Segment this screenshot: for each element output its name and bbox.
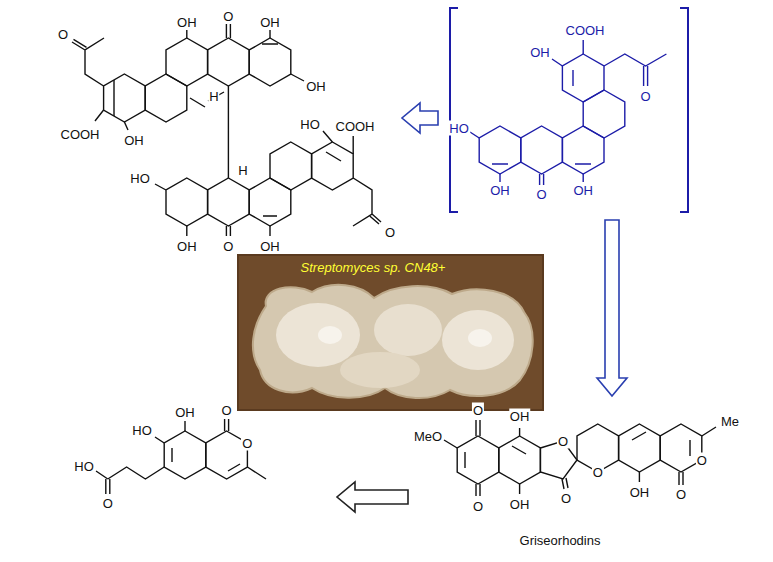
atom-label: OH bbox=[176, 15, 198, 30]
atom-label: Me bbox=[720, 414, 740, 429]
atom-label: O bbox=[102, 496, 114, 511]
dimer-structure bbox=[145, 74, 187, 122]
intermediate-structure bbox=[562, 54, 604, 102]
compound-structure: OHOHOOHOO bbox=[60, 392, 335, 517]
atom-label: O bbox=[221, 403, 233, 418]
dimer-structure bbox=[208, 178, 250, 226]
dimer-structure bbox=[72, 24, 381, 236]
atom-label: H bbox=[208, 89, 219, 104]
atom-label: OH bbox=[123, 133, 145, 148]
atom-label: COOH bbox=[60, 127, 101, 142]
photo-caption: Streptomyces sp. CN48+ bbox=[300, 260, 447, 275]
culture-photo bbox=[340, 352, 420, 388]
dimer-structure bbox=[166, 38, 208, 86]
intermediate-structure bbox=[562, 126, 604, 174]
atom-label: OH bbox=[174, 405, 196, 420]
intermediate-structure bbox=[583, 90, 625, 138]
dimer-structure bbox=[270, 142, 312, 190]
photo-panel: Streptomyces sp. CN48+ bbox=[238, 255, 543, 410]
culture-photo bbox=[442, 310, 514, 370]
atom-label: O bbox=[57, 27, 69, 42]
atom-label: OH bbox=[305, 79, 327, 94]
isocoumarin-structure bbox=[172, 448, 240, 471]
intermediate-structure bbox=[492, 70, 591, 164]
atom-label: O bbox=[536, 187, 548, 202]
isocoumarin-structure bbox=[96, 419, 266, 494]
culture-photo bbox=[468, 329, 492, 347]
atom-label: MeO bbox=[413, 429, 443, 444]
griseorhodin-structure bbox=[457, 436, 499, 484]
intermediate-structure bbox=[521, 126, 563, 174]
dimer-structure bbox=[312, 142, 354, 190]
atom-label: O bbox=[222, 239, 234, 254]
atom-label: O bbox=[472, 403, 484, 418]
culture-photo bbox=[253, 285, 533, 398]
atom-label: COOH bbox=[335, 119, 376, 134]
atom-label: OH bbox=[509, 497, 531, 512]
intermediate-structure bbox=[470, 40, 666, 185]
culture-photo bbox=[238, 255, 543, 410]
griseorhodin-structure bbox=[444, 420, 716, 496]
atom-label: O bbox=[241, 436, 253, 451]
hollow-arrow bbox=[337, 482, 408, 512]
atom-label: HO bbox=[448, 121, 470, 136]
compound-name: Griseorhodins bbox=[519, 533, 602, 548]
atom-label: OH bbox=[176, 239, 198, 254]
griseorhodin-structure bbox=[465, 432, 690, 468]
compound-structure: OH O OH O OH H COOH OH HO COOH H HO O OH O OH bbox=[40, 0, 400, 255]
atom-label: HO bbox=[73, 459, 95, 474]
dimer-structure bbox=[72, 24, 381, 236]
atom-label: OH bbox=[529, 45, 551, 60]
atom-label: OH bbox=[572, 183, 594, 198]
intermediate-structure bbox=[450, 8, 688, 212]
atom-label: HO bbox=[131, 423, 153, 438]
hollow-arrow bbox=[597, 220, 627, 396]
atom-label: OH bbox=[489, 183, 511, 198]
dimer-structure bbox=[166, 178, 208, 226]
griseorhodin-structure bbox=[619, 424, 661, 472]
intermediate-structure bbox=[450, 8, 688, 212]
isocoumarin-structure bbox=[164, 431, 206, 479]
atom-label: OH bbox=[259, 15, 281, 30]
atom-label: O bbox=[472, 499, 484, 514]
atom-label: O bbox=[557, 434, 569, 449]
atom-label: OH bbox=[259, 239, 281, 254]
dimer-structure bbox=[104, 74, 146, 122]
atom-label: O bbox=[560, 491, 572, 506]
atom-label: HO bbox=[299, 117, 321, 132]
intermediate-structure bbox=[479, 126, 521, 174]
culture-photo bbox=[238, 255, 543, 410]
atom-label: COOH bbox=[565, 23, 606, 38]
dimer-structure bbox=[249, 38, 291, 86]
dimer-structure bbox=[249, 178, 291, 226]
atom-label: O bbox=[640, 89, 652, 104]
dimer-structure bbox=[208, 38, 250, 86]
culture-photo bbox=[374, 304, 442, 356]
atom-label: H bbox=[237, 163, 248, 178]
atom-label: OH bbox=[509, 409, 531, 424]
culture-photo bbox=[276, 303, 360, 367]
compound-structure: MeOOOHOMeOOOOHOOHOGriseorhodins bbox=[410, 398, 760, 555]
atom-label: HO bbox=[129, 171, 151, 186]
dimer-structure bbox=[114, 44, 341, 216]
atom-label: O bbox=[675, 487, 687, 502]
isocoumarin-structure bbox=[96, 419, 266, 494]
culture-photo bbox=[318, 326, 342, 344]
culture-photo bbox=[238, 255, 543, 410]
atom-label: O bbox=[592, 465, 604, 480]
atom-label: O bbox=[696, 453, 708, 468]
atom-label: O bbox=[384, 225, 396, 240]
hollow-arrow bbox=[402, 103, 438, 133]
atom-label: OH bbox=[629, 485, 651, 500]
atom-label: O bbox=[222, 9, 234, 24]
intermediate-structure: OHCOOHOHOOHOOH bbox=[440, 0, 695, 218]
griseorhodin-structure bbox=[444, 420, 716, 496]
griseorhodin-structure bbox=[499, 436, 541, 484]
